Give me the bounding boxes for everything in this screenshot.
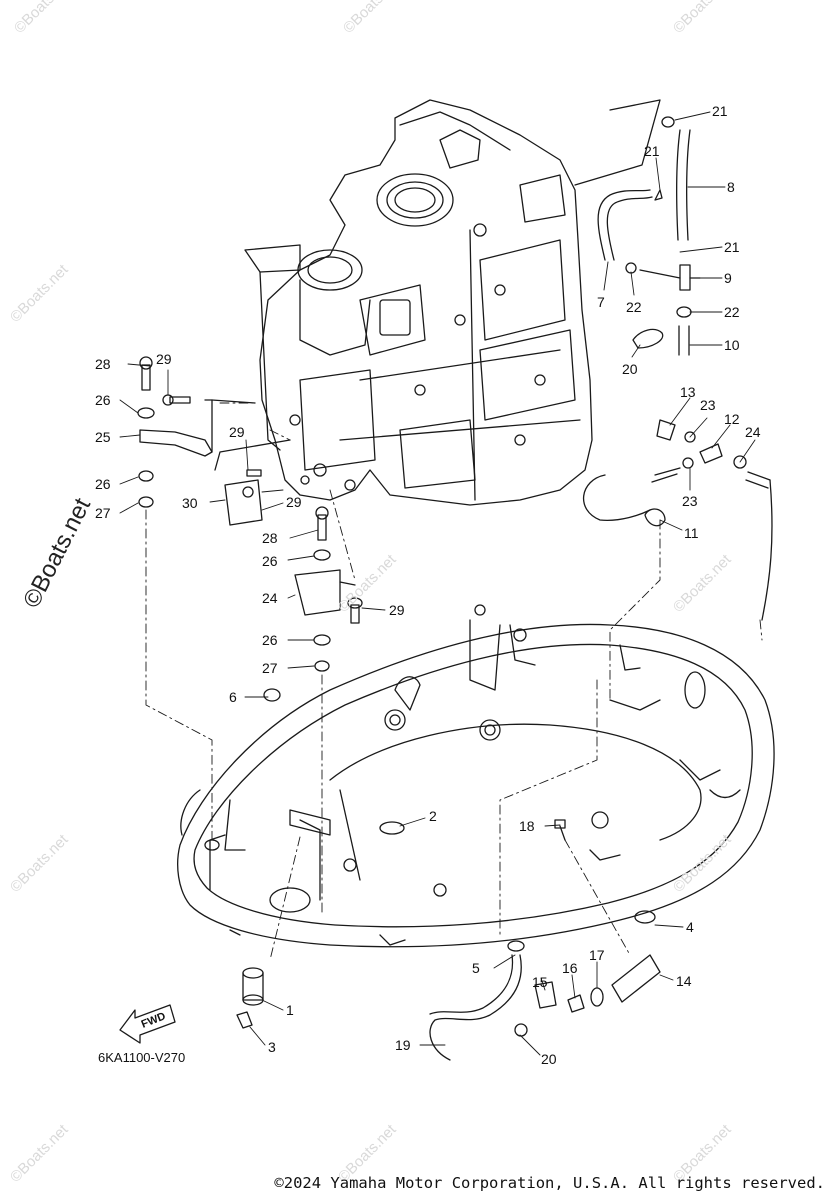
callout-29: 29	[389, 602, 405, 618]
callout-5: 5	[472, 960, 480, 976]
callout-13: 13	[680, 384, 696, 400]
callout-20: 20	[541, 1051, 557, 1067]
callout-19: 19	[395, 1037, 411, 1053]
drain-and-flush-parts	[236, 819, 661, 1061]
callout-16: 16	[562, 960, 578, 976]
fwd-label: FWD	[140, 1010, 168, 1031]
callout-28: 28	[262, 530, 278, 546]
callout-27: 27	[262, 660, 278, 676]
callout-21: 21	[644, 143, 660, 159]
callout-3: 3	[268, 1039, 276, 1055]
callout-2: 2	[429, 808, 437, 824]
callout-23: 24	[745, 424, 761, 440]
callout-labels: 21 21 8 21 9 7 22 22 10 20 13 23 12 24 2…	[95, 103, 761, 1067]
callout-21: 22	[626, 299, 642, 315]
callout-29: 29	[156, 351, 172, 367]
callout-21: 21	[724, 239, 740, 255]
callout-14: 14	[676, 973, 692, 989]
callout-17: 17	[589, 947, 605, 963]
bottom-cowling	[177, 604, 775, 948]
callout-26: 26	[262, 632, 278, 648]
callout-26: 26	[262, 553, 278, 569]
callout-12: 12	[724, 411, 740, 427]
callout-18: 18	[519, 818, 535, 834]
callout-15: 15	[532, 974, 548, 990]
callout-24: 24	[262, 590, 278, 606]
callout-27: 27	[95, 505, 111, 521]
callout-26: 26	[95, 476, 111, 492]
callout-9: 9	[724, 270, 732, 286]
callout-26: 26	[95, 392, 111, 408]
copyright-notice: ©2024 Yamaha Motor Corporation, U.S.A. A…	[274, 1174, 825, 1192]
engine-block	[244, 99, 593, 506]
callout-29: 29	[286, 494, 302, 510]
callout-20: 20	[622, 361, 638, 377]
bracket-assembly-left	[137, 356, 363, 672]
callout-28: 28	[95, 356, 111, 372]
callout-29: 29	[229, 424, 245, 440]
callout-30: 30	[182, 495, 198, 511]
callout-22: 23	[682, 493, 698, 509]
leader-lines	[119, 111, 756, 1056]
hose-assembly-upper	[574, 99, 701, 356]
fittings-middle	[583, 419, 773, 621]
callout-22: 22	[724, 304, 740, 320]
callout-4: 4	[686, 919, 694, 935]
callout-25: 25	[95, 429, 111, 445]
callout-23: 23	[700, 397, 716, 413]
callout-8: 8	[727, 179, 735, 195]
callout-21: 21	[712, 103, 728, 119]
callout-10: 10	[724, 337, 740, 353]
callout-6: 6	[229, 689, 237, 705]
fwd-arrow-icon	[119, 1004, 176, 1044]
alignment-lines	[145, 402, 763, 961]
callout-11: 11	[684, 525, 699, 541]
callout-7: 7	[597, 294, 605, 310]
callout-1: 1	[286, 1002, 294, 1018]
drawing-code: 6KA1100-V270	[98, 1050, 186, 1065]
